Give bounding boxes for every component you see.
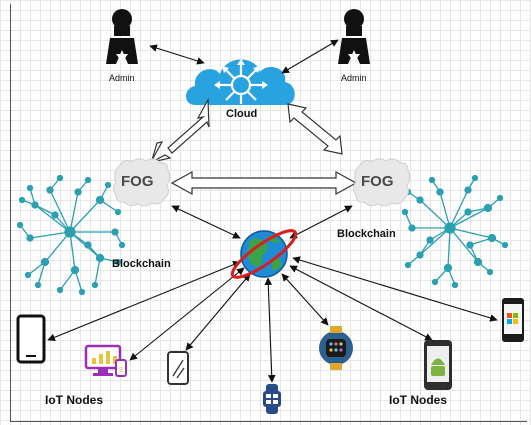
- fog-label-right: FOG: [361, 173, 394, 190]
- blockchain-network-right: [401, 174, 509, 289]
- desktop-analytics-icon: $: [84, 344, 127, 377]
- smartwatch-round-icon: [319, 326, 353, 370]
- android-phone-icon: [424, 340, 452, 390]
- admin-icon-right: [338, 9, 370, 64]
- blockchain-label-right: Blockchain: [337, 228, 396, 240]
- cloud-fog-arrow-left: [151, 97, 210, 163]
- smartwatch-icon: [263, 384, 281, 414]
- cloud-icon: [186, 59, 295, 105]
- diagram-frame: [10, 4, 527, 422]
- admin-icon-left: [106, 9, 138, 64]
- cloud-fog-arrow-right: [287, 103, 343, 155]
- fog-label-left: FOG: [121, 173, 154, 190]
- admin-label-left: Admin: [109, 73, 135, 83]
- fog-icon-right: [353, 158, 411, 207]
- iot-nodes-label-left: IoT Nodes: [45, 393, 104, 407]
- phone-icon: [167, 351, 189, 385]
- iot-nodes-label-right: IoT Nodes: [389, 393, 448, 407]
- windows-phone-icon: [502, 298, 524, 342]
- fog-fog-arrow: [170, 170, 358, 196]
- cloud-label: Cloud: [226, 108, 258, 120]
- fog-icon-left: [113, 158, 171, 207]
- blockchain-network-left: [16, 174, 126, 296]
- blockchain-label-left: Blockchain: [112, 258, 171, 270]
- svg-text:$: $: [119, 367, 123, 374]
- admin-label-right: Admin: [341, 73, 367, 83]
- tablet-icon: [16, 314, 46, 364]
- globe-icon: [230, 229, 298, 279]
